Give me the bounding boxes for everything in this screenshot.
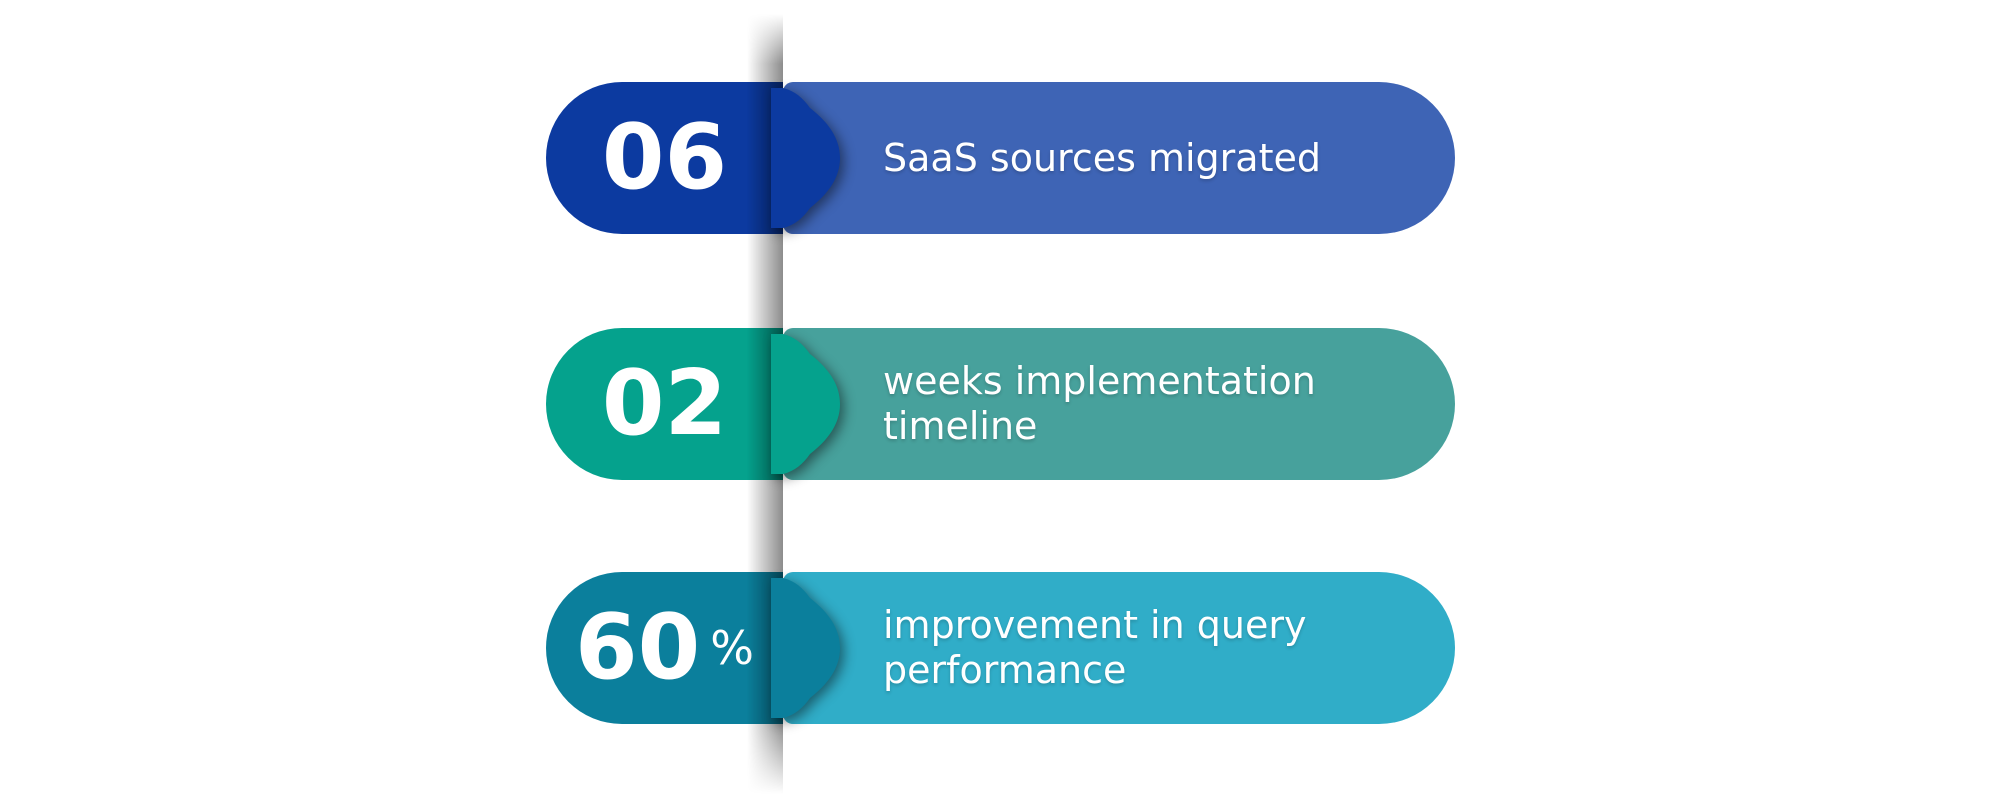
stat-number-badge: 02 [546, 328, 783, 480]
stat-number-badge: 60 % [546, 572, 783, 724]
stat-card-implementation-timeline: 02 weeks implementation timeline [546, 328, 1455, 480]
stat-label-bar: improvement in query performance [783, 572, 1455, 724]
stat-number: 06 [601, 105, 728, 210]
stat-number: 60 [575, 595, 701, 700]
stat-number-badge: 06 [546, 82, 783, 234]
stat-label-bar: weeks implementation timeline [783, 328, 1455, 480]
stat-label-bar: SaaS sources migrated [783, 82, 1455, 234]
stat-label: weeks implementation timeline [883, 359, 1316, 448]
stat-card-saas-sources: 06 SaaS sources migrated [546, 82, 1455, 234]
stat-number: 02 [601, 351, 728, 456]
stat-label: improvement in query performance [883, 603, 1307, 692]
stat-label: SaaS sources migrated [883, 135, 1321, 180]
vertical-fold-shadow [747, 14, 783, 794]
stat-percent-sign: % [710, 621, 754, 675]
stat-card-query-performance: 60 % improvement in query performance [546, 572, 1455, 724]
